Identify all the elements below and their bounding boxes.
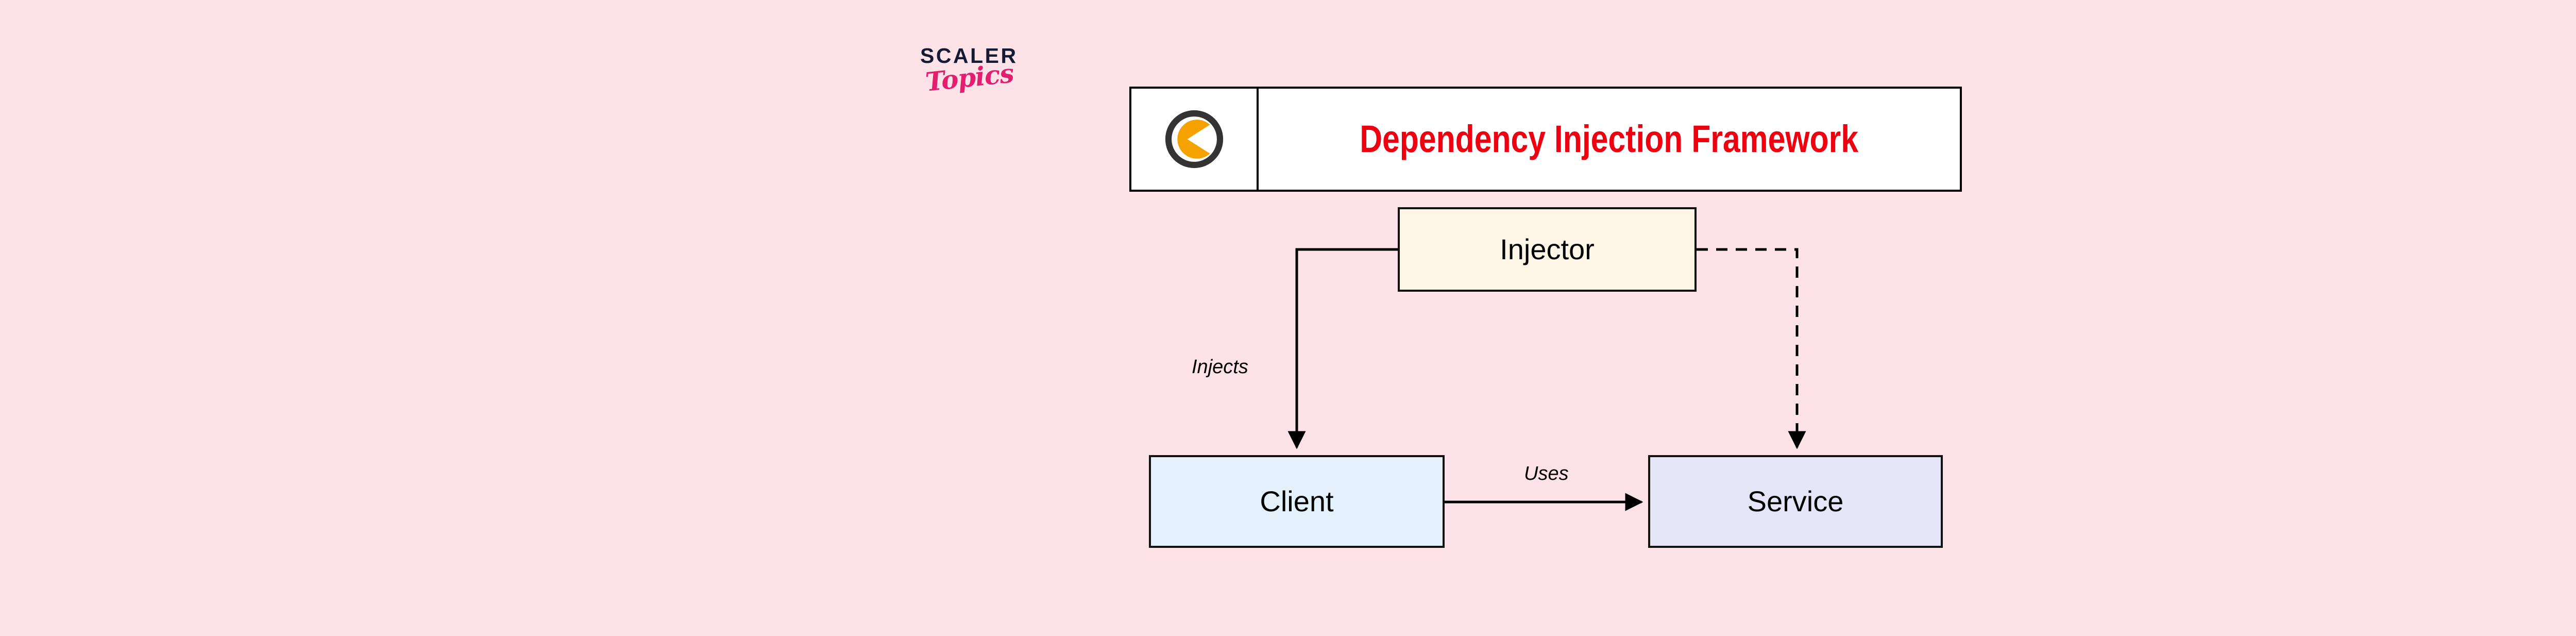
node-injector[interactable]: Injector bbox=[1398, 207, 1697, 292]
header-title-cell: Dependency Injection Framework bbox=[1259, 89, 1960, 190]
scaler-topics-logo: SCALER Topics bbox=[920, 45, 1075, 123]
header-banner: Dependency Injection Framework bbox=[1129, 87, 1962, 192]
edge-label-uses: Uses bbox=[1524, 463, 1569, 484]
page-title: Dependency Injection Framework bbox=[1360, 118, 1859, 160]
codeigniter-logo-icon bbox=[1165, 110, 1223, 169]
edge-injects-arrow bbox=[1287, 248, 1398, 449]
node-service-label: Service bbox=[1747, 485, 1844, 517]
node-injector-label: Injector bbox=[1500, 233, 1595, 265]
node-service[interactable]: Service bbox=[1648, 455, 1943, 548]
node-client-label: Client bbox=[1260, 485, 1334, 517]
header-logo-cell bbox=[1131, 89, 1259, 190]
node-client[interactable]: Client bbox=[1149, 455, 1445, 548]
scaler-wordmark: SCALER bbox=[920, 44, 1018, 68]
edge-label-injects: Injects bbox=[1192, 356, 1248, 378]
edge-injector-service-dashed-arrow bbox=[1697, 248, 1806, 449]
